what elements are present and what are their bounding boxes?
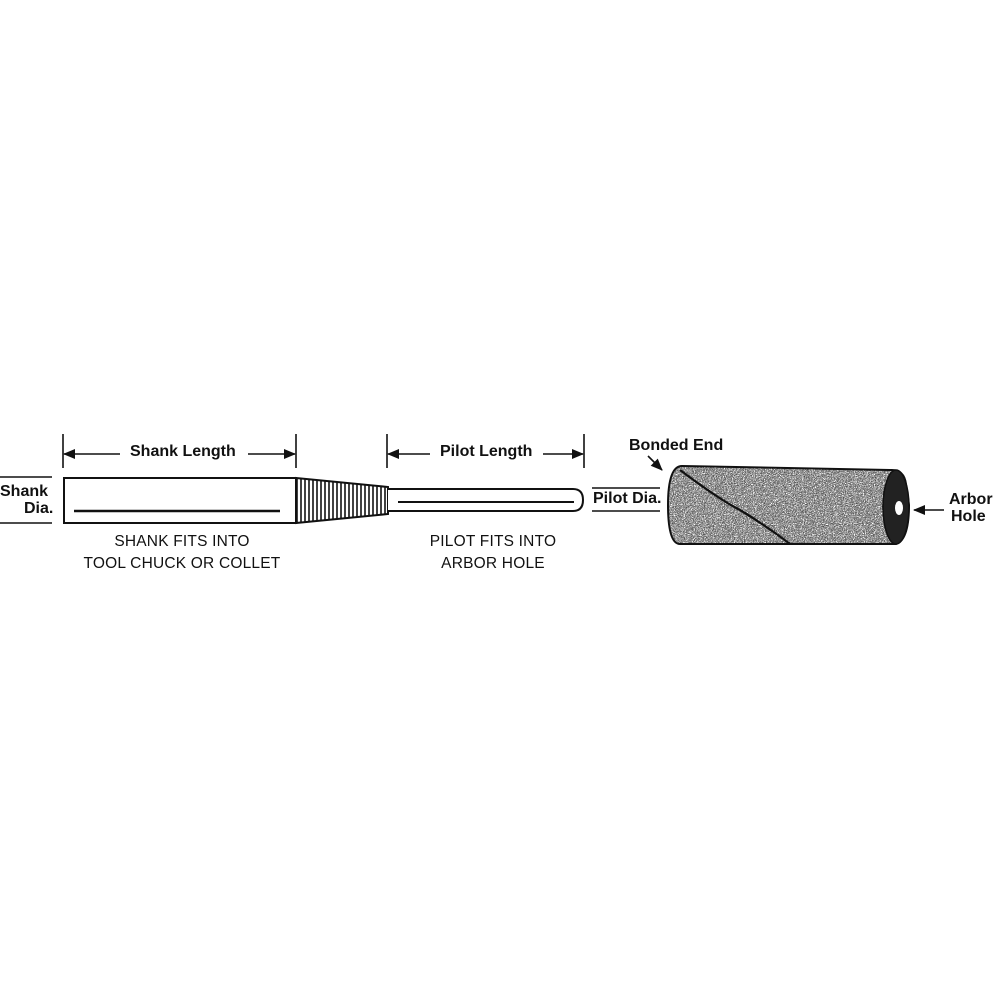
arbor-hole-opening: [895, 501, 903, 515]
pilot-dia-dimension: [592, 487, 660, 512]
pilot-length-label: Pilot Length: [434, 443, 539, 461]
pilot-dia-label: Pilot Dia.: [593, 490, 662, 507]
bonded-end-arrow: [647, 455, 663, 471]
mandrel-pilot: [388, 488, 585, 512]
shank-dia-dimension: [0, 476, 52, 524]
shank-dia-label-line1: Shank: [0, 483, 49, 500]
shank-caption-line2: TOOL CHUCK OR COLLET: [83, 555, 281, 572]
shank-caption-line1: SHANK FITS INTO: [114, 533, 250, 550]
mandrel-shank: [63, 477, 297, 524]
pilot-length-dimension: [386, 434, 585, 468]
bonded-end-label: Bonded End: [629, 437, 724, 454]
abrasive-cartridge-roll: [666, 464, 911, 545]
arbor-hole-label-line1: Arbor: [949, 491, 993, 508]
shank-dia-label-line2: Dia.: [24, 500, 54, 517]
mandrel-knurled-taper: [295, 476, 389, 525]
pilot-caption: PILOT FITS INTO ARBOR HOLE: [408, 531, 578, 575]
shank-length-dimension: [62, 434, 297, 468]
pilot-caption-line1: PILOT FITS INTO: [429, 533, 557, 550]
pilot-caption-line2: ARBOR HOLE: [441, 555, 545, 572]
arbor-hole-label-line2: Hole: [951, 508, 986, 525]
shank-caption: SHANK FITS INTO TOOL CHUCK OR COLLET: [60, 531, 304, 575]
shank-length-label: Shank Length: [124, 443, 242, 461]
